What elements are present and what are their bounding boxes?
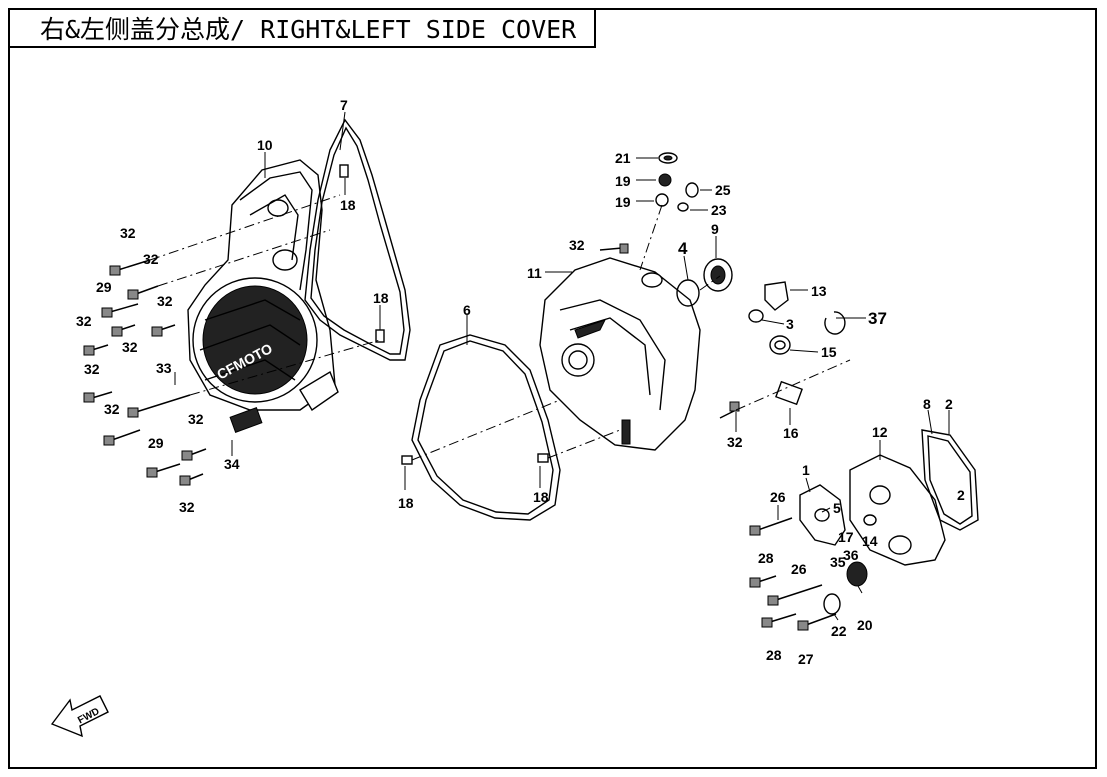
left-side-cover-part-10: CFMOTO bbox=[187, 159, 339, 433]
water-pump-housing-part-12 bbox=[849, 454, 946, 566]
assembly-center-lines bbox=[149, 194, 851, 461]
callout-18: 18 bbox=[533, 489, 549, 505]
callout-35: 35 bbox=[830, 554, 846, 570]
callout-14: 14 bbox=[862, 533, 878, 549]
callout-32: 32 bbox=[143, 251, 159, 267]
callout-33: 33 bbox=[156, 360, 172, 376]
callout-27: 27 bbox=[798, 651, 814, 667]
small-parts bbox=[655, 152, 868, 615]
callout-32: 32 bbox=[104, 401, 120, 417]
callout-32: 32 bbox=[122, 339, 138, 355]
callout-2: 2 bbox=[957, 487, 965, 503]
callout-23: 23 bbox=[711, 202, 727, 218]
callout-26: 26 bbox=[791, 561, 807, 577]
callout-22: 22 bbox=[831, 623, 847, 639]
callout-36: 36 bbox=[843, 547, 859, 563]
callout-28: 28 bbox=[766, 647, 782, 663]
callout-18: 18 bbox=[373, 290, 389, 306]
callout-19: 19 bbox=[615, 173, 631, 189]
bolts bbox=[83, 164, 837, 631]
callout-9: 9 bbox=[711, 221, 719, 237]
page-title: 右&左侧盖分总成/ RIGHT&LEFT SIDE COVER bbox=[8, 8, 596, 48]
callout-25: 25 bbox=[715, 182, 731, 198]
callout-17: 17 bbox=[838, 529, 854, 545]
callout-29: 29 bbox=[96, 279, 112, 295]
callout-15: 15 bbox=[821, 344, 837, 360]
callout-32: 32 bbox=[188, 411, 204, 427]
callout-32: 32 bbox=[76, 313, 92, 329]
callout-7: 7 bbox=[340, 97, 348, 113]
gasket-part-8 bbox=[921, 429, 979, 531]
callout-18: 18 bbox=[398, 495, 414, 511]
callout-4: 4 bbox=[678, 239, 688, 258]
right-side-cover-part-11 bbox=[539, 257, 701, 451]
callout-32: 32 bbox=[569, 237, 585, 253]
gasket-part-7 bbox=[304, 118, 411, 361]
callout-20: 20 bbox=[857, 617, 873, 633]
callout-28: 28 bbox=[758, 550, 774, 566]
callout-3: 3 bbox=[786, 316, 794, 332]
callout-16: 16 bbox=[783, 425, 799, 441]
callout-32: 32 bbox=[157, 293, 173, 309]
callout-32: 32 bbox=[179, 499, 195, 515]
callout-37: 37 bbox=[868, 309, 887, 328]
callout-18: 18 bbox=[340, 197, 356, 213]
pump-cover-part-1 bbox=[799, 484, 846, 546]
callout-13: 13 bbox=[811, 283, 827, 299]
callout-29: 29 bbox=[148, 435, 164, 451]
callout-34: 34 bbox=[224, 456, 240, 472]
gasket-part-6 bbox=[411, 334, 561, 521]
callout-32: 32 bbox=[727, 434, 743, 450]
callout-6: 6 bbox=[463, 302, 471, 318]
callout-5: 5 bbox=[833, 500, 841, 516]
callout-10: 10 bbox=[257, 137, 273, 153]
callout-26: 26 bbox=[770, 489, 786, 505]
callout-19: 19 bbox=[615, 194, 631, 210]
callout-32: 32 bbox=[84, 361, 100, 377]
callout-labels: 7 10 18 18 18 18 32 32 32 32 32 32 32 32… bbox=[76, 97, 965, 667]
callout-12: 12 bbox=[872, 424, 888, 440]
forward-direction-arrow: FWD bbox=[50, 695, 109, 738]
callout-8: 8 bbox=[923, 396, 931, 412]
callout-2: 2 bbox=[945, 396, 953, 412]
callout-1: 1 bbox=[802, 462, 810, 478]
callout-32: 32 bbox=[120, 225, 136, 241]
leader-lines bbox=[174, 111, 950, 621]
callout-21: 21 bbox=[615, 150, 631, 166]
callout-11: 11 bbox=[527, 265, 542, 281]
